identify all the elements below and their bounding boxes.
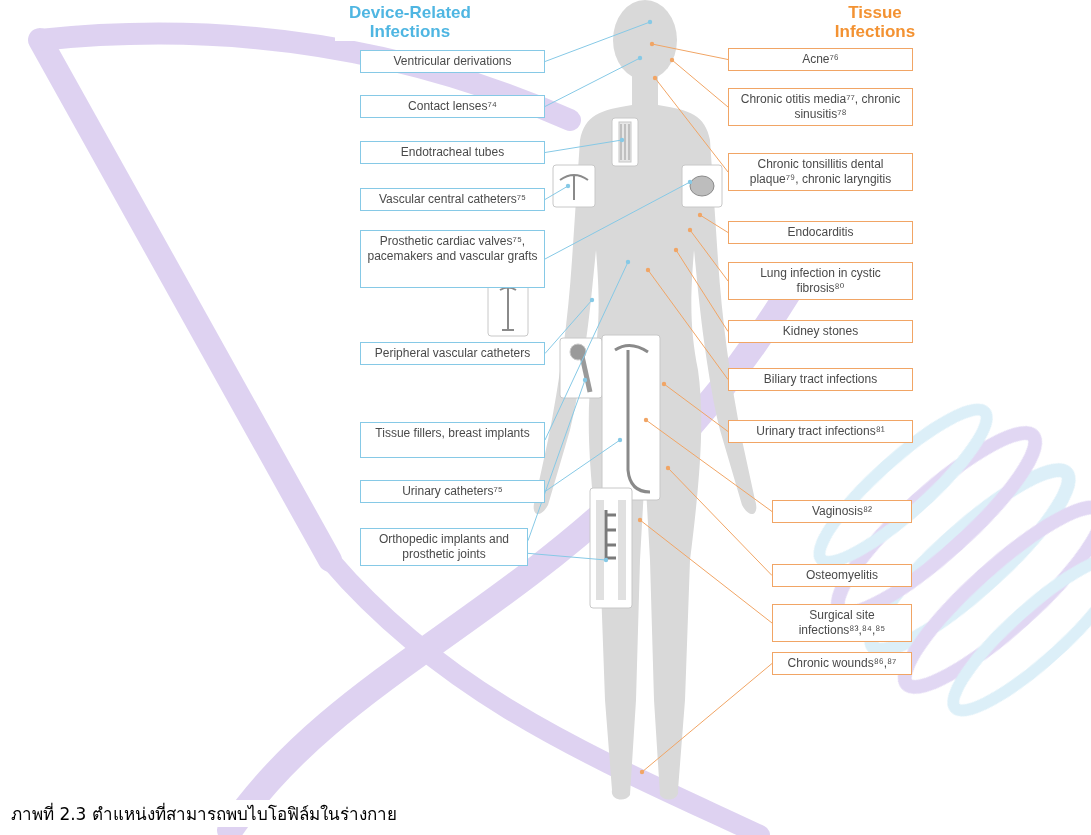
device-box: Prosthetic cardiac valves⁷⁵, pacemakers … [360,230,545,288]
leader-dot [648,20,652,24]
leader-dot [688,228,692,232]
tissue-box: Chronic tonsillitis dental plaque⁷⁹, chr… [728,153,913,191]
box-label: Endotracheal tubes [367,145,538,160]
device-box: Urinary catheters⁷⁵ [360,480,545,503]
tissue-box: Osteomyelitis [772,564,912,587]
leader-line [700,215,728,233]
leader-dot [583,378,587,382]
leader-line [690,230,728,281]
leader-dot [620,138,624,142]
device-box: Tissue fillers, breast implants [360,422,545,458]
leader-line [664,384,728,432]
leader-dot [590,298,594,302]
box-label: Chronic otitis media⁷⁷, chronic sinusiti… [735,92,906,122]
box-label: Acne⁷⁶ [735,52,906,67]
box-label: Peripheral vascular catheters [367,346,538,361]
tissue-box: Acne⁷⁶ [728,48,913,71]
box-label: Orthopedic implants and prosthetic joint… [367,532,521,562]
tissue-box: Chronic otitis media⁷⁷, chronic sinusiti… [728,88,913,126]
leader-dot [566,184,570,188]
leader-dot [638,518,642,522]
tissue-box: Lung infection in cystic fibrosis⁸⁰ [728,262,913,300]
tissue-box: Chronic wounds⁸⁶,⁸⁷ [772,652,912,675]
leader-line [642,664,772,773]
tissue-box: Biliary tract infections [728,368,913,391]
box-label: Lung infection in cystic fibrosis⁸⁰ [735,266,906,296]
leader-dot [618,438,622,442]
leader-line [655,78,728,172]
tissue-box: Urinary tract infections⁸¹ [728,420,913,443]
leader-line [545,440,620,492]
leader-line [545,140,622,153]
box-label: Kidney stones [735,324,906,339]
box-label: Chronic wounds⁸⁶,⁸⁷ [779,656,905,671]
box-label: Vaginosis⁸² [779,504,905,519]
leader-dot [638,56,642,60]
leader-line [672,60,728,107]
leader-dot [666,466,670,470]
box-label: Surgical site infections⁸³,⁸⁴,⁸⁵ [779,608,905,638]
tissue-box: Kidney stones [728,320,913,343]
leader-dot [688,180,692,184]
box-label: Urinary tract infections⁸¹ [735,424,906,439]
box-label: Osteomyelitis [779,568,905,583]
column-heading: Device-Related Infections [335,4,485,41]
leader-line [545,22,650,62]
leader-dot [662,382,666,386]
leader-line [652,44,728,60]
box-label: Endocarditis [735,225,906,240]
body-silhouette [534,0,757,800]
leader-line [545,58,640,107]
figure-caption: ภาพที่ 2.3 ตำแหน่งที่สามารถพบไบโอฟิล์มใน… [8,800,400,827]
leader-dot [604,558,608,562]
leader-line [668,468,772,576]
box-label: Tissue fillers, breast implants [367,426,538,441]
leader-line [545,182,690,259]
leader-line [545,262,628,440]
leader-dot [644,418,648,422]
leader-dot [640,770,644,774]
box-label: Contact lenses⁷⁴ [367,99,538,114]
box-label: Chronic tonsillitis dental plaque⁷⁹, chr… [735,157,906,187]
leader-dot [698,213,702,217]
leader-line [528,553,606,560]
column-heading: Tissue Infections [810,4,940,41]
leader-dot [674,248,678,252]
device-box: Endotracheal tubes [360,141,545,164]
leader-dot [626,260,630,264]
box-label: Biliary tract infections [735,372,906,387]
tissue-box: Endocarditis [728,221,913,244]
leader-dot [653,76,657,80]
leader-dot [670,58,674,62]
device-box: Orthopedic implants and prosthetic joint… [360,528,528,566]
leader-line [545,300,592,354]
device-box: Peripheral vascular catheters [360,342,545,365]
device-box: Ventricular derivations [360,50,545,73]
leader-line [648,270,728,380]
box-label: Vascular central catheters⁷⁵ [367,192,538,207]
box-label: Urinary catheters⁷⁵ [367,484,538,499]
box-label: Ventricular derivations [367,54,538,69]
device-box: Contact lenses⁷⁴ [360,95,545,118]
box-label: Prosthetic cardiac valves⁷⁵, pacemakers … [367,234,538,264]
device-box: Vascular central catheters⁷⁵ [360,188,545,211]
tissue-box: Surgical site infections⁸³,⁸⁴,⁸⁵ [772,604,912,642]
watermark [40,34,1091,835]
tissue-box: Vaginosis⁸² [772,500,912,523]
leader-line [640,520,772,623]
leader-dot [650,42,654,46]
leader-dot [646,268,650,272]
leader-line [528,380,585,541]
leader-line [545,186,568,200]
